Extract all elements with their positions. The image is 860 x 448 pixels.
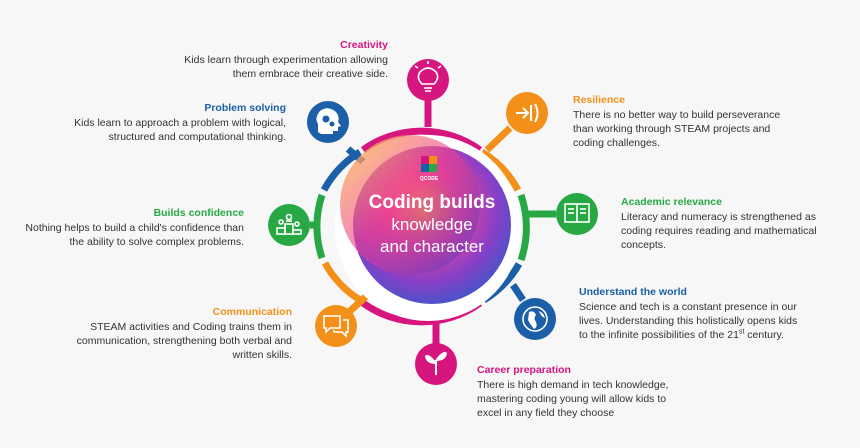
desc-creativity: Kids learn through experimentation allow… bbox=[184, 54, 388, 80]
head-gears-icon bbox=[316, 108, 341, 134]
node-world bbox=[514, 298, 556, 340]
sprout-icon bbox=[425, 351, 447, 375]
hub-title-line1: Coding builds bbox=[369, 192, 496, 213]
ring-segment-green bbox=[517, 193, 530, 262]
globe-icon bbox=[522, 306, 548, 332]
node-communication bbox=[315, 305, 357, 347]
spoke-resilience bbox=[484, 125, 513, 153]
hub-glow bbox=[340, 135, 480, 275]
qcode-logo: QCODE bbox=[420, 156, 439, 182]
node-creativity bbox=[407, 59, 449, 101]
desc-resilience: There is no better way to build persever… bbox=[573, 109, 781, 149]
logo-text: QCODE bbox=[420, 176, 439, 182]
label-problem-solving: Problem solving Kids learn to approach a… bbox=[30, 101, 286, 144]
chat-bubbles-icon bbox=[323, 315, 349, 338]
title-problem-solving: Problem solving bbox=[204, 102, 286, 114]
node-resilience bbox=[506, 92, 548, 134]
desc-communication: STEAM activities and Coding trains them … bbox=[76, 321, 292, 361]
ring-segment-magenta-top bbox=[360, 127, 483, 153]
label-world: Understand the world Science and tech is… bbox=[579, 285, 801, 342]
title-confidence: Builds confidence bbox=[153, 207, 244, 219]
book-icon bbox=[564, 203, 590, 223]
label-academic: Academic relevance Literacy and numeracy… bbox=[621, 195, 841, 252]
desc-problem-solving: Kids learn to approach a problem with lo… bbox=[74, 117, 286, 143]
hub-title-line2: knowledge bbox=[391, 215, 472, 234]
ring-segment-orange-left bbox=[321, 261, 362, 303]
desc-confidence: Nothing helps to build a child's confide… bbox=[25, 222, 244, 248]
lightbulb-icon bbox=[414, 61, 442, 92]
podium-icon bbox=[276, 213, 302, 235]
title-communication: Communication bbox=[212, 306, 292, 318]
ring-segment-orange bbox=[480, 149, 522, 192]
hub-title-line3: and character bbox=[380, 237, 484, 256]
label-creativity: Creativity Kids learn through experiment… bbox=[160, 38, 388, 81]
spoke-world bbox=[510, 283, 526, 302]
desc-world: Science and tech is a constant presence … bbox=[579, 301, 798, 341]
label-career: Career preparation There is high demand … bbox=[477, 363, 689, 420]
node-academic bbox=[556, 193, 598, 235]
title-world: Understand the world bbox=[579, 286, 687, 298]
node-problem bbox=[307, 101, 349, 143]
desc-career: There is high demand in tech knowledge, … bbox=[477, 379, 669, 419]
label-confidence: Builds confidence Nothing helps to build… bbox=[20, 206, 244, 249]
label-resilience: Resilience There is no better way to bui… bbox=[573, 93, 793, 150]
rebound-arrow-icon bbox=[516, 103, 539, 123]
node-career bbox=[415, 343, 457, 385]
label-communication: Communication STEAM activities and Codin… bbox=[70, 305, 292, 362]
title-creativity: Creativity bbox=[340, 39, 388, 51]
title-academic: Academic relevance bbox=[621, 196, 722, 208]
title-resilience: Resilience bbox=[573, 94, 625, 106]
node-confidence bbox=[268, 204, 310, 246]
desc-academic: Literacy and numeracy is strengthened as… bbox=[621, 211, 817, 251]
title-career: Career preparation bbox=[477, 364, 571, 376]
